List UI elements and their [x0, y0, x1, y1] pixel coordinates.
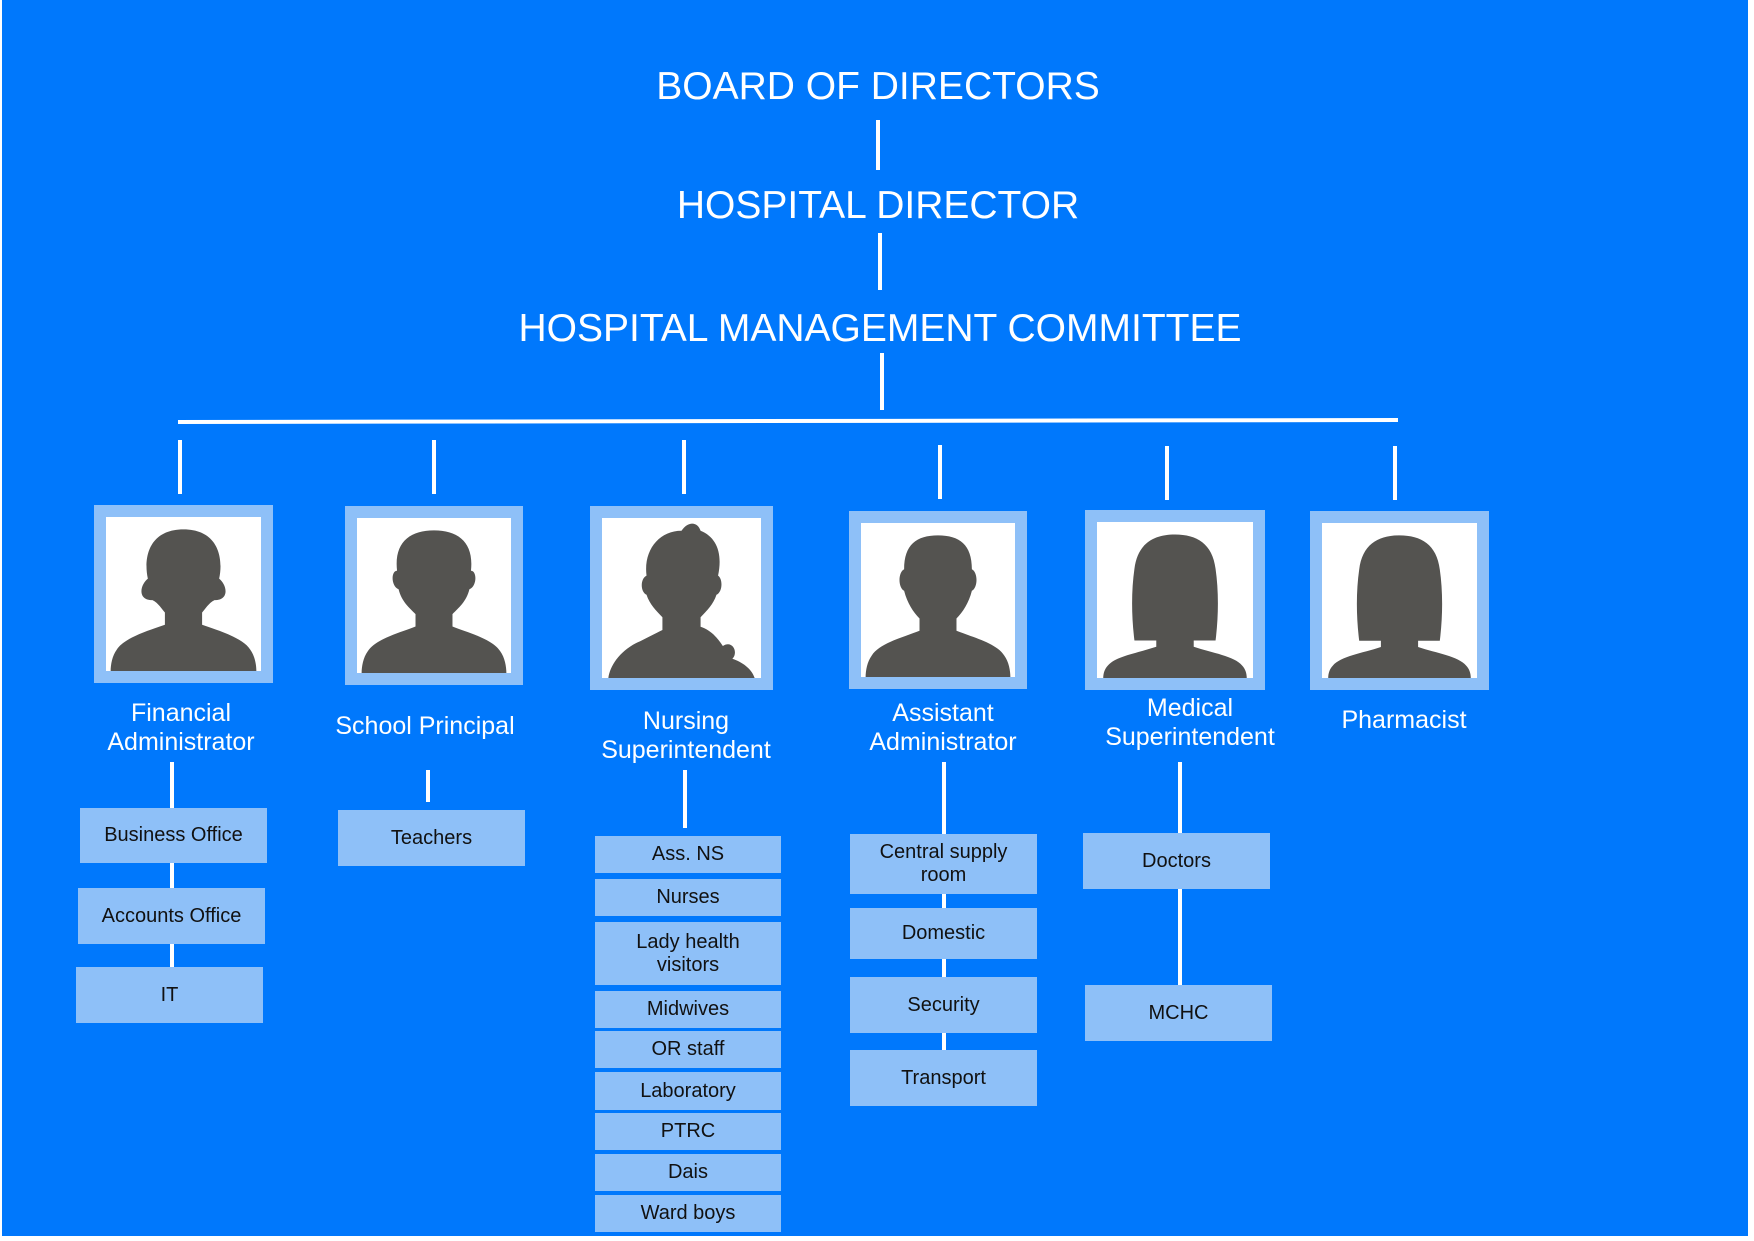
photo-frame-medical-superintendent: [1085, 510, 1265, 690]
board-of-directors: BOARD OF DIRECTORS: [656, 65, 1100, 108]
hospital-director: HOSPITAL DIRECTOR: [676, 184, 1080, 227]
photo-frame-pharmacist: [1310, 511, 1489, 690]
male-avatar-icon: [865, 535, 1011, 677]
role-medical-superintendent: Medical Superintendent: [1105, 694, 1275, 752]
unit-nurses: Nurses: [595, 879, 781, 916]
unit-label: Dais: [667, 1161, 708, 1183]
unit-label: Laboratory: [640, 1079, 736, 1102]
unit-laboratory: Laboratory: [595, 1072, 781, 1110]
unit-domestic: Domestic: [850, 908, 1037, 959]
unit-label: Teachers: [390, 826, 473, 849]
unit-label: PTRC: [660, 1120, 716, 1142]
unit-label: Business Office: [104, 824, 243, 846]
role-financial-administrator: Financial Administrator: [107, 699, 254, 757]
role-label-line1: Nursing: [642, 707, 730, 735]
role-pharmacist: Pharmacist: [1341, 706, 1466, 735]
unit-security: Security: [850, 977, 1037, 1033]
unit-label: Ward boys: [640, 1202, 736, 1224]
photo-frame-nursing-superintendent: [590, 506, 773, 690]
unit-transport: Transport: [850, 1050, 1037, 1106]
unit-label: Security: [907, 993, 980, 1016]
role-label-line2: Administrator: [869, 728, 1017, 756]
role-label-line2: Superintendent: [1105, 723, 1275, 751]
photo-frame-financial-administrator: [94, 505, 273, 683]
female-short-hair-avatar-icon: [110, 529, 257, 671]
photo-frame-school-principal: [345, 506, 523, 685]
unit-midwives: Midwives: [595, 991, 781, 1028]
unit-label: Doctors: [1142, 849, 1211, 872]
unit-label: Nurses: [656, 886, 720, 908]
unit-or-staff: OR staff: [595, 1031, 781, 1068]
unit-label: Central supply room: [879, 841, 1008, 886]
unit-doctors: Doctors: [1083, 833, 1270, 889]
role-label-line1: Financial: [130, 699, 232, 727]
role-label-line1: Pharmacist: [1341, 706, 1467, 734]
role-label-line1: School Principal: [335, 712, 515, 740]
unit-label: IT: [160, 983, 179, 1006]
male-avatar-icon: [361, 530, 507, 673]
unit-ptrc: PTRC: [595, 1113, 781, 1150]
role-label-line1: Medical: [1146, 694, 1234, 722]
role-school-principal: School Principal: [335, 712, 514, 741]
unit-label: Domestic: [901, 922, 986, 944]
unit-label: Transport: [901, 1066, 986, 1089]
role-assistant-administrator: Assistant Administrator: [869, 699, 1016, 757]
unit-accounts-office: Accounts Office: [78, 888, 265, 944]
unit-label: Midwives: [646, 998, 730, 1020]
role-label-line1: Assistant: [892, 699, 994, 727]
photo-frame-assistant-administrator: [849, 511, 1027, 689]
unit-it: IT: [76, 967, 263, 1023]
role-label-line2: Superintendent: [601, 736, 771, 764]
role-label-line2: Administrator: [107, 728, 255, 756]
unit-lady-health-visitors: Lady health visitors: [595, 922, 781, 985]
female-long-hair-avatar-icon: [1328, 535, 1471, 678]
horizontal-bus: [177, 418, 1399, 424]
unit-label: OR staff: [651, 1038, 725, 1060]
role-nursing-superintendent: Nursing Superintendent: [601, 707, 771, 765]
hospital-management-committee: HOSPITAL MANAGEMENT COMMITTEE: [518, 307, 1242, 350]
female-long-hair-avatar-icon: [1103, 534, 1247, 678]
unit-ward-boys: Ward boys: [595, 1195, 781, 1232]
unit-label: Ass. NS: [651, 843, 725, 865]
unit-teachers: Teachers: [338, 810, 525, 866]
female-ponytail-avatar-icon: [608, 523, 755, 678]
unit-mchc: MCHC: [1085, 985, 1272, 1041]
unit-label: Lady health visitors: [636, 930, 740, 976]
unit-label: Accounts Office: [101, 904, 242, 927]
unit-central-supply-room: Central supply room: [850, 834, 1037, 894]
unit-label: MCHC: [1148, 1001, 1209, 1024]
unit-business-office: Business Office: [80, 808, 267, 863]
unit-dais: Dais: [595, 1154, 781, 1191]
unit-ass-ns: Ass. NS: [595, 836, 781, 873]
